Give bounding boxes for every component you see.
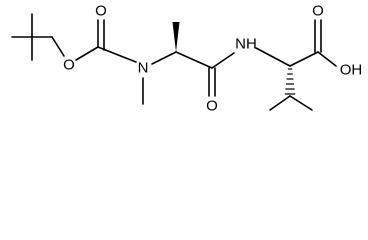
atom-label-acid-carbonyl-oxygen: O	[312, 3, 324, 20]
alanine-residue	[172, 22, 235, 97]
bond-alpha-to-amide-carbonyl	[175, 51, 213, 69]
skeletal-formula: O O N O NH O OH	[11, 3, 362, 115]
bond-carbonyl-to-n	[97, 46, 137, 63]
atom-label-boc-carbonyl-oxygen: O	[95, 3, 107, 20]
bond-amide-carbonyl-to-nh	[211, 52, 235, 69]
tert-butyl-group	[11, 13, 53, 61]
boc-carbamate	[51, 19, 137, 63]
n-methyl-group	[142, 51, 177, 105]
bond-c-to-ester-o	[51, 36, 65, 57]
bond-n-to-alpha-carbon	[151, 51, 177, 65]
wedge-bond-alanine-methyl	[172, 22, 180, 52]
valine-residue	[255, 19, 337, 111]
bond-nh-to-alpha-carbon	[255, 47, 291, 67]
atom-label-ester-oxygen: O	[63, 57, 75, 74]
atom-label-methyl-nitrogen: N	[138, 60, 149, 77]
bond-alpha-to-acid-carbon	[289, 51, 319, 67]
atom-label-amide-nh: NH	[235, 36, 257, 53]
bond-isopropyl-ch-left	[269, 95, 291, 111]
bond-isopropyl-ch-right	[289, 95, 313, 111]
hashed-bond-valine-side-chain	[284, 68, 296, 95]
atom-labels: O O N O NH O OH	[63, 3, 362, 115]
bond-ester-o-to-carbonyl	[75, 46, 99, 61]
atom-label-amide-carbonyl-oxygen: O	[206, 98, 218, 115]
bond-acid-c-to-oh	[317, 51, 337, 67]
chemical-structure-canvas: O O N O NH O OH	[11, 3, 362, 115]
atom-label-hydroxyl: OH	[340, 62, 363, 79]
